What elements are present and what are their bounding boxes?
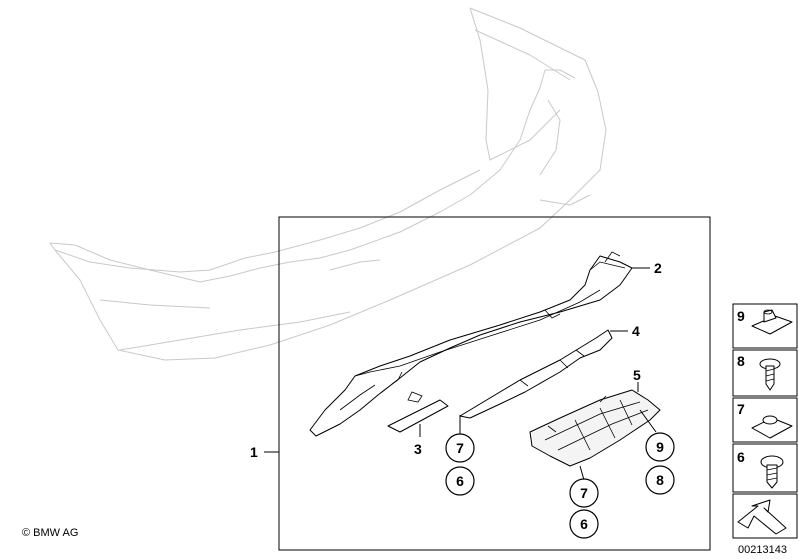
screw-icon-8 xyxy=(759,358,781,391)
leader-7b xyxy=(579,465,585,481)
bumper-ghost-outline xyxy=(49,7,607,361)
side-label-7: 7 xyxy=(737,401,745,417)
assembly-frame xyxy=(278,216,711,551)
clip-nut-icon xyxy=(751,309,793,335)
fastener-cell-9 xyxy=(732,303,798,349)
clip-nut-icon-7 xyxy=(751,415,793,439)
part-4-carrier xyxy=(459,329,613,419)
callout-circle-7a xyxy=(445,433,475,463)
callout-9: 9 xyxy=(656,439,664,455)
callout-1: 1 xyxy=(250,444,258,460)
leader-9 xyxy=(639,409,657,433)
callout-5: 5 xyxy=(633,367,641,383)
copyright-text: © BMW AG xyxy=(22,527,78,539)
part-5-underbody-panel xyxy=(529,389,661,467)
callout-4: 4 xyxy=(632,323,640,339)
callout-8: 8 xyxy=(656,472,664,488)
side-label-8: 8 xyxy=(737,353,745,369)
callout-pair-c: 7 6 xyxy=(569,478,599,539)
part-2-rear-diffuser xyxy=(309,251,633,437)
callout-circle-7c xyxy=(569,478,599,508)
fastener-side-panel: 9 8 7 6 xyxy=(732,303,798,539)
callout-2: 2 xyxy=(654,260,662,276)
screw-icon-6 xyxy=(760,455,784,489)
image-number: 00213143 xyxy=(738,544,787,556)
part-3-trim-strip xyxy=(387,399,449,433)
callout-7c: 7 xyxy=(580,485,588,501)
side-label-9: 9 xyxy=(737,308,745,324)
callout-6c: 6 xyxy=(580,516,588,532)
callout-pair-b: 9 8 xyxy=(645,432,675,495)
callout-circle-9 xyxy=(645,432,675,462)
callout-6a: 6 xyxy=(456,473,464,489)
leader-lines xyxy=(264,267,657,481)
fastener-cell-8 xyxy=(732,349,798,397)
fastener-cell-7 xyxy=(732,397,798,443)
arrow-cell xyxy=(732,493,798,539)
callout-7a: 7 xyxy=(456,440,464,456)
callout-3: 3 xyxy=(414,441,422,457)
callout-circle-6c xyxy=(569,509,599,539)
callout-pair-a: 7 6 xyxy=(445,433,475,496)
direction-arrow-icon xyxy=(737,499,787,535)
callout-circle-6a xyxy=(445,466,475,496)
side-label-6: 6 xyxy=(737,449,745,465)
fastener-cell-6 xyxy=(732,443,798,493)
callout-circle-8 xyxy=(645,465,675,495)
